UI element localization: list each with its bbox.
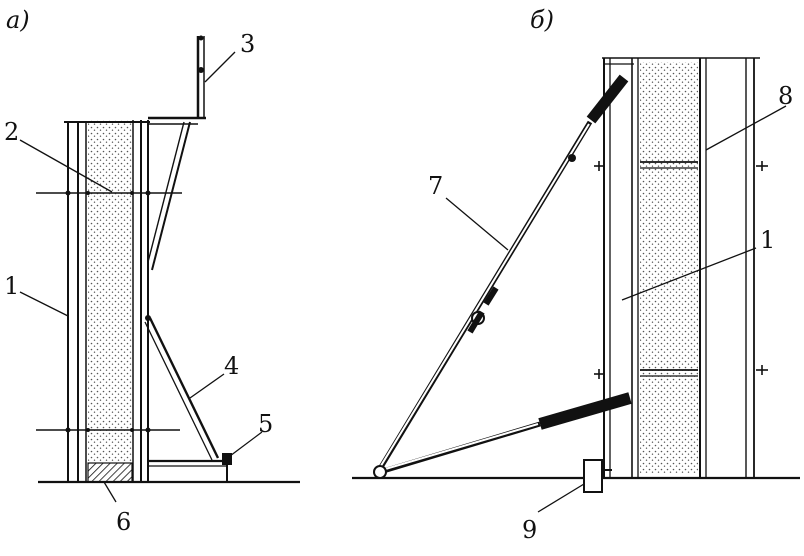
long-strut (375, 74, 629, 474)
anchor-bracket-b (583, 459, 612, 493)
concrete-wall-b (640, 62, 698, 474)
leader-b-9 (537, 483, 585, 513)
callout-b-8: 8 (778, 82, 793, 110)
callout-a-2: 2 (4, 118, 19, 146)
leader-a-3 (204, 51, 236, 83)
leader-a-2 (19, 139, 113, 193)
leader-a-4 (189, 373, 225, 399)
callout-a-5: 5 (258, 410, 273, 438)
panel-a-letter: а) (6, 6, 30, 34)
callout-b-9: 9 (522, 516, 537, 544)
leader-a-6 (103, 481, 117, 503)
callout-a-3: 3 (240, 30, 255, 58)
leader-b-1 (621, 247, 757, 301)
leader-b-7 (445, 197, 509, 251)
panel-b: б) (352, 6, 800, 544)
strut-hinge (373, 465, 387, 479)
callout-b-7: 7 (428, 172, 443, 200)
platform-bracket (147, 35, 206, 271)
form-panel-left (67, 122, 87, 482)
form-panel-right (132, 120, 149, 482)
inclined-brace (144, 315, 220, 461)
short-strut (379, 392, 632, 475)
panel-b-letter: б) (530, 6, 554, 34)
callout-a-4: 4 (224, 352, 239, 380)
form-panel-right-b (699, 58, 755, 478)
leader-a-5 (229, 431, 263, 457)
panel-a: а) (4, 6, 300, 536)
leader-b-8 (705, 105, 787, 151)
wood-sill (87, 462, 133, 483)
callout-a-1: 1 (4, 272, 19, 300)
leader-a-1 (19, 291, 69, 317)
anchor-base (148, 453, 232, 482)
callout-a-6: 6 (116, 508, 131, 536)
tie-rod-lower (36, 427, 180, 433)
form-panel-b (602, 57, 760, 478)
callout-b-1: 1 (760, 226, 775, 254)
concrete-wall-a (88, 120, 132, 463)
tie-rod-upper (36, 190, 182, 196)
tie-markers (594, 161, 768, 379)
